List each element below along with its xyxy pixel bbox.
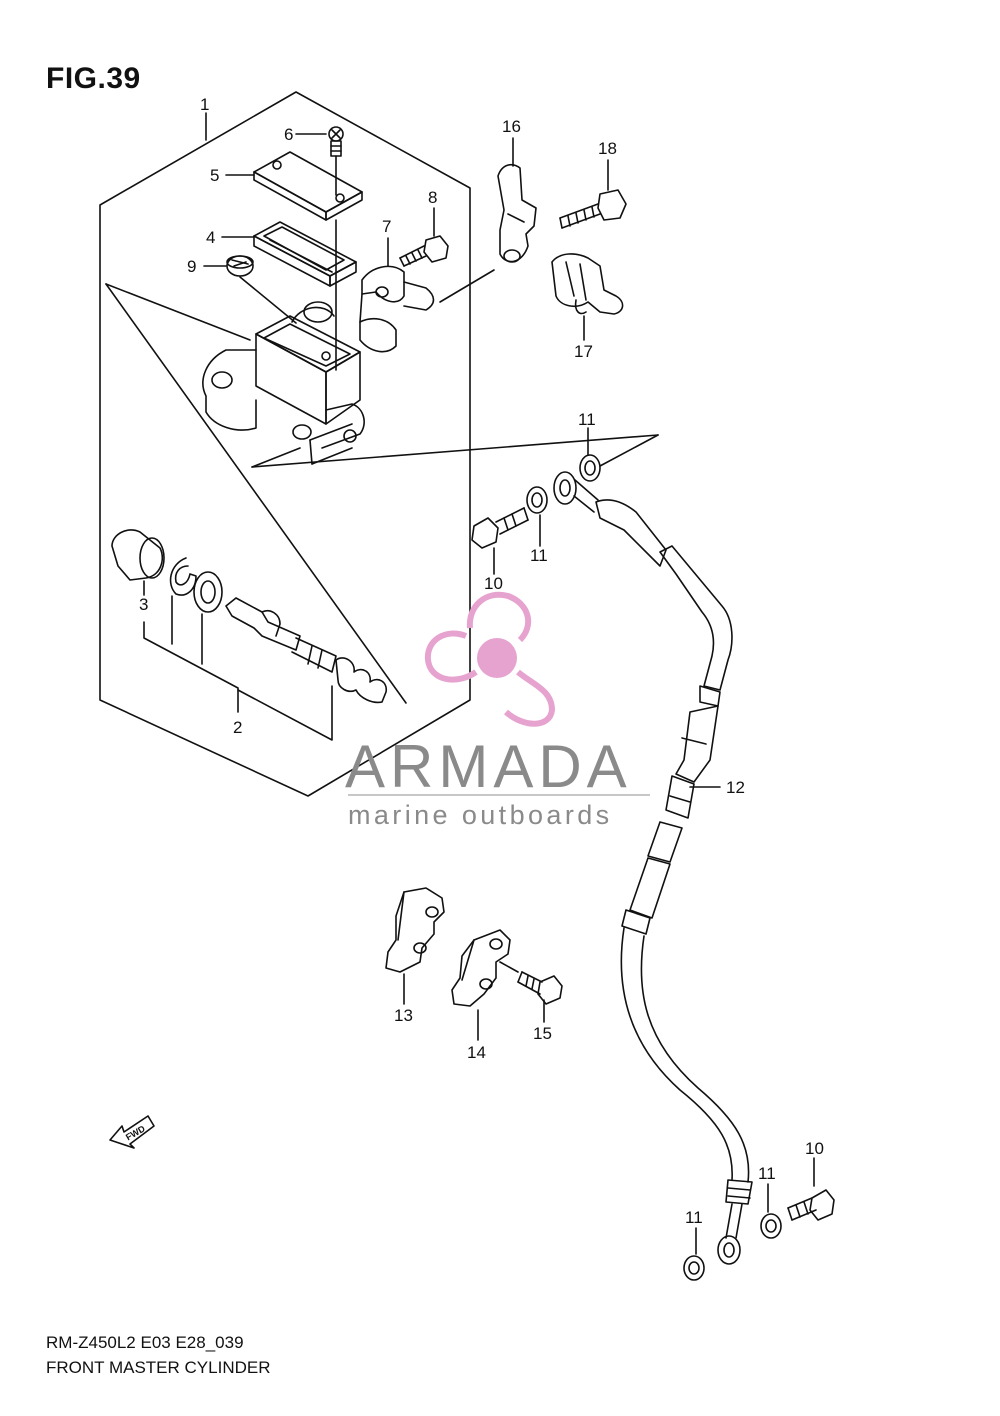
callout-17: 17 [574, 342, 593, 361]
brake-hose-part-12 [553, 471, 753, 1265]
washer-part-11-upper-b [579, 454, 601, 482]
callout-7: 7 [382, 217, 392, 236]
callout-11c: 11 [758, 1164, 776, 1183]
washer [193, 571, 223, 613]
guide-line [105, 283, 407, 704]
callout-18: 18 [598, 139, 617, 158]
callout-16: 16 [502, 117, 521, 136]
screw-part-6 [328, 126, 344, 157]
guide-line [105, 283, 251, 341]
callout-13: 13 [394, 1006, 413, 1025]
guide-line [239, 276, 297, 324]
boot-part-3 [111, 529, 165, 581]
diaphragm-part-4 [253, 221, 357, 287]
callout-1: 1 [200, 95, 210, 114]
footer-caption: FRONT MASTER CYLINDER [46, 1358, 271, 1377]
guide-line [439, 269, 495, 303]
callout-11b: 11 [530, 546, 548, 565]
figure-title: FIG.39 [46, 62, 141, 95]
cap-part-5 [253, 151, 363, 221]
callout-9: 9 [187, 257, 197, 276]
watermark-brand: ARMADA [345, 733, 632, 800]
banjo-bolt-part-10-lower [787, 1189, 835, 1221]
leader-2d [237, 685, 333, 741]
callout-4: 4 [206, 228, 216, 247]
armada-logo-icon [424, 591, 556, 727]
switch-part-17 [551, 253, 624, 315]
fwd-arrow-icon [109, 1115, 155, 1149]
washer-part-11-upper-a [526, 486, 548, 514]
guide-line [499, 961, 519, 973]
bracket-part-7 [359, 265, 435, 353]
piston-assembly [225, 597, 388, 704]
sight-glass-part-9 [226, 255, 254, 277]
callout-15: 15 [533, 1024, 552, 1043]
bolt-part-8 [399, 235, 449, 267]
footer-model-code: RM-Z450L2 E03 E28_039 [46, 1333, 244, 1352]
callout-3: 3 [139, 595, 149, 614]
lever-part-16 [497, 163, 537, 263]
callout-10a: 10 [484, 574, 503, 593]
clamp-part-13 [385, 887, 445, 973]
callout-6: 6 [284, 125, 294, 144]
guide-line [251, 434, 659, 468]
circlip [169, 557, 197, 596]
washer-part-11-lower-a [683, 1255, 705, 1281]
bolt-part-15 [517, 971, 563, 1005]
guide-line [599, 434, 659, 467]
callout-11a: 11 [578, 410, 596, 429]
callout-12: 12 [726, 778, 745, 797]
callout-10b: 10 [805, 1139, 824, 1158]
washer-part-11-lower-b [760, 1213, 782, 1239]
watermark-divider [348, 794, 650, 796]
leader-2 [143, 621, 239, 713]
callout-8: 8 [428, 188, 438, 207]
assembly-outline [99, 91, 471, 797]
guide-line [251, 447, 301, 468]
callout-14: 14 [467, 1043, 486, 1062]
banjo-bolt-part-10-upper [471, 507, 529, 549]
watermark-tagline: marine outboards [348, 800, 613, 830]
callout-5: 5 [210, 166, 220, 185]
callout-11d: 11 [685, 1208, 703, 1227]
callout-2: 2 [233, 718, 243, 737]
screw-part-18 [559, 189, 627, 229]
clamp-part-14 [451, 929, 511, 1007]
master-cylinder-body [202, 301, 365, 465]
armada-logo-hub [477, 638, 517, 678]
